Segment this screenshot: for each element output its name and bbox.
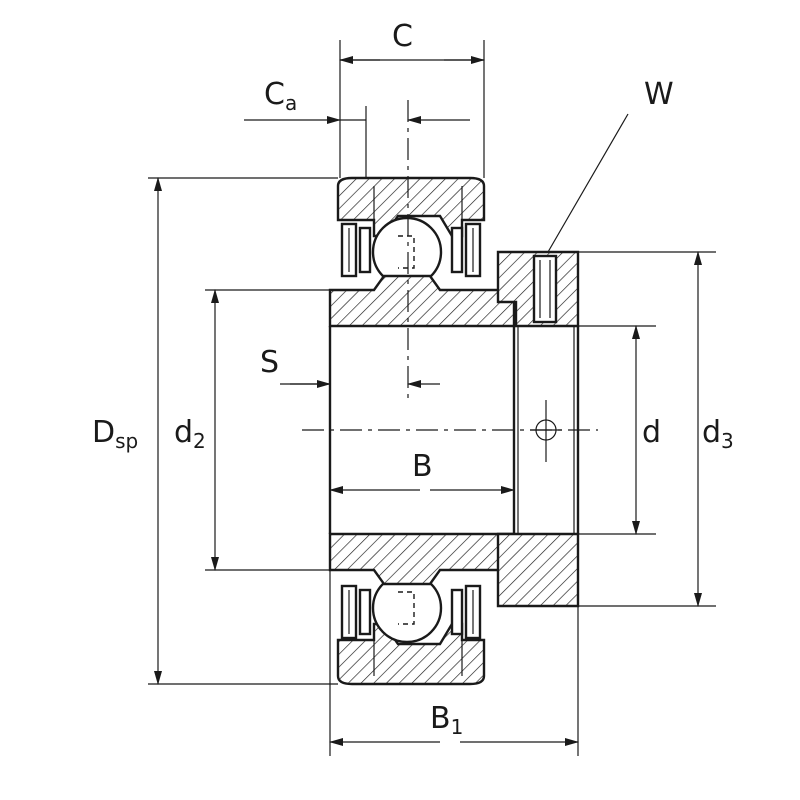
label-b: B (412, 449, 433, 484)
leader-w (547, 113, 629, 253)
center-lines (302, 100, 598, 462)
seal-bottom (340, 584, 482, 640)
label-b1: B1 (430, 701, 463, 739)
label-c: C (392, 19, 413, 54)
label-d2: d2 (174, 415, 206, 453)
label-d: d (642, 415, 661, 450)
label-d3: d3 (702, 415, 734, 453)
label-w: W (644, 77, 674, 112)
outer-ring-top (336, 176, 486, 238)
inner-ring-top (328, 274, 516, 328)
label-ca: Ca (264, 77, 297, 115)
label-dsp: Dsp (92, 415, 138, 453)
label-s: S (260, 345, 279, 380)
locking-collar (496, 250, 580, 608)
seal-top (340, 222, 482, 278)
outer-ring-bottom (336, 622, 486, 686)
inner-ring-bottom (328, 532, 516, 586)
